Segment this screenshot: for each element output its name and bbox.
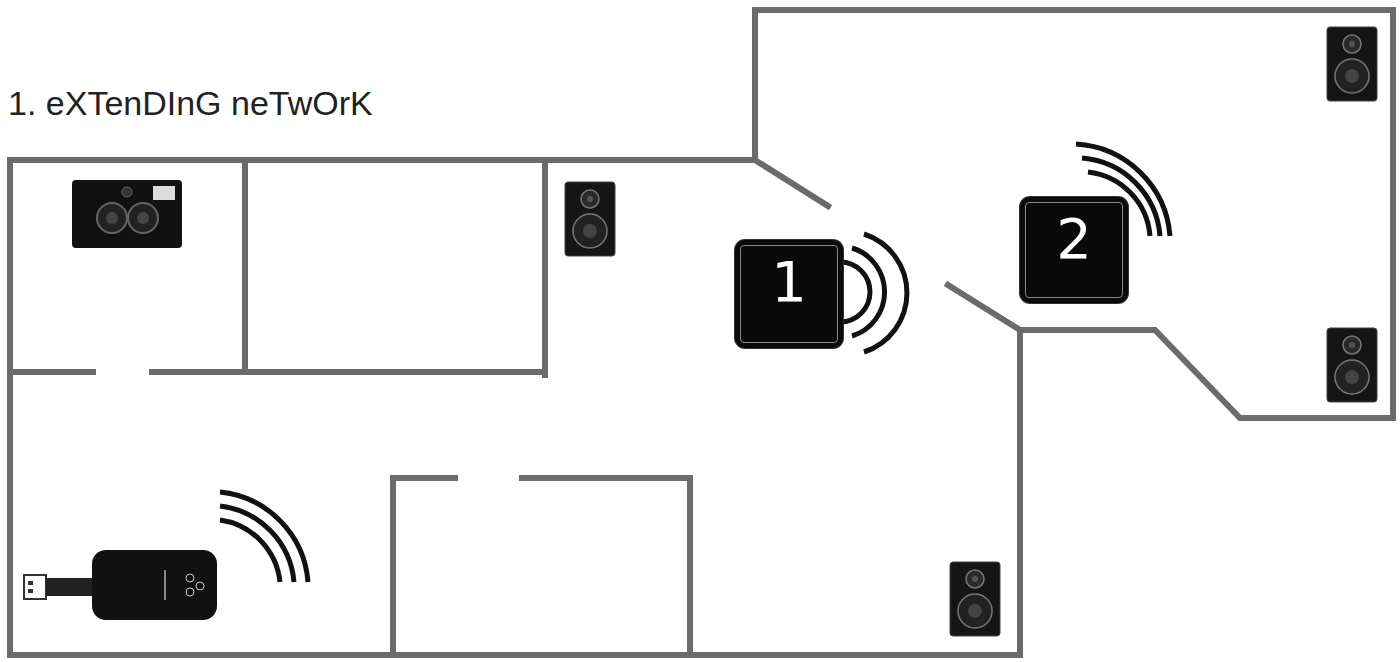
speaker bbox=[1327, 27, 1377, 101]
wireless-waves bbox=[220, 144, 1170, 582]
device-unit: 1 bbox=[735, 240, 843, 348]
speaker bbox=[950, 562, 1000, 636]
usb-dongle bbox=[24, 550, 217, 620]
device-number: 1 bbox=[735, 240, 843, 310]
speaker bbox=[565, 182, 615, 256]
device-unit: 2 bbox=[1020, 197, 1128, 303]
device-number: 2 bbox=[1020, 197, 1128, 267]
speaker bbox=[1327, 328, 1377, 402]
stereo-unit bbox=[72, 180, 182, 248]
diagram-title: 1. eXTenDInG neTwOrK bbox=[8, 84, 373, 123]
